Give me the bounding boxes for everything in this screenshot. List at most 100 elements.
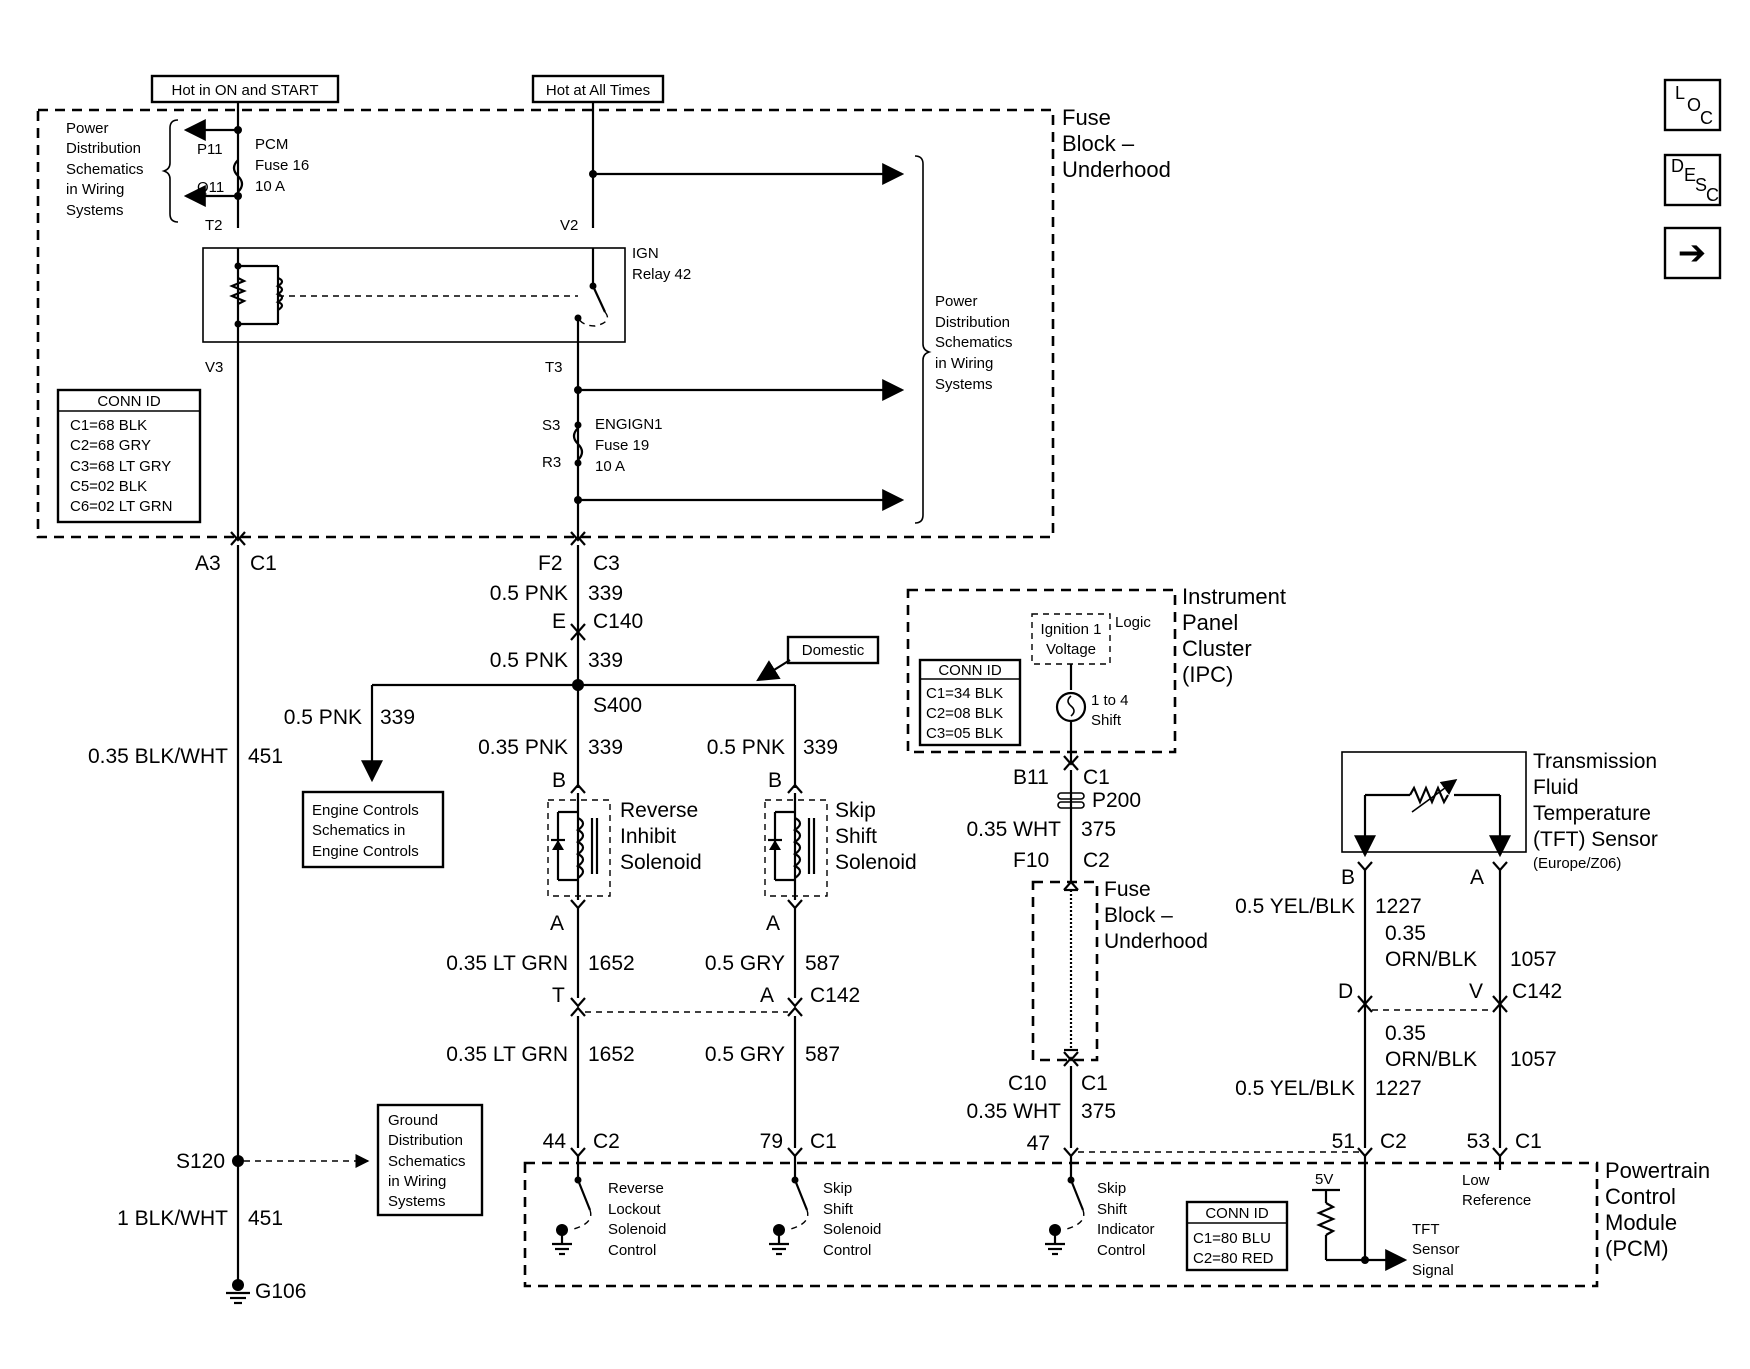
wire-num-451: 451 <box>248 745 283 768</box>
wire-gauge-1057-b1: 0.35 <box>1385 1022 1426 1045</box>
svg-text:Relay 42: Relay 42 <box>632 266 691 283</box>
reverse-solenoid-label: Reverse Inhibit Solenoid <box>620 799 702 874</box>
conn-c140: C140 <box>593 610 643 633</box>
pcm-pin-47: 47 <box>1027 1132 1050 1155</box>
svg-text:Temperature: Temperature <box>1533 802 1651 825</box>
reverse-solenoid-icon <box>547 793 611 900</box>
svg-text:Fuse 19: Fuse 19 <box>595 437 649 454</box>
svg-text:10 A: 10 A <box>255 178 285 195</box>
low-reference-label: Low Reference <box>1462 1172 1531 1209</box>
svg-text:C5=02 BLK: C5=02 BLK <box>70 478 147 495</box>
svg-text:(TFT) Sensor: (TFT) Sensor <box>1533 828 1658 851</box>
svg-text:C: C <box>1700 108 1713 128</box>
svg-text:Solenoid: Solenoid <box>620 851 702 874</box>
svg-text:Fuse: Fuse <box>1062 105 1111 130</box>
svg-text:S400: S400 <box>593 694 642 717</box>
svg-text:Systems: Systems <box>388 1193 446 1210</box>
wire-gauge-1227-a: 0.5 YEL/BLK <box>1235 895 1355 918</box>
hot-on-start-label: Hot in ON and START <box>150 74 340 104</box>
wire-num-1227-b: 1227 <box>1375 1077 1422 1100</box>
svg-text:Module: Module <box>1605 1210 1677 1235</box>
next-button[interactable]: ➔ <box>1663 226 1722 280</box>
svg-text:Solenoid: Solenoid <box>835 851 917 874</box>
pin-a-tft: A <box>1470 866 1484 889</box>
svg-text:IGN: IGN <box>632 245 659 262</box>
skip-indicator-switch-icon <box>1045 1156 1085 1256</box>
svg-text:S120: S120 <box>176 1150 225 1173</box>
svg-text:C1=34 BLK: C1=34 BLK <box>926 685 1003 702</box>
svg-text:Signal: Signal <box>1412 1262 1454 1279</box>
pin-a3: A3 <box>195 552 221 575</box>
conn-c1-fb: C1 <box>1081 1072 1108 1095</box>
pcm-pin-44: 44 <box>543 1130 567 1153</box>
svg-text:in Wiring: in Wiring <box>935 355 993 372</box>
svg-text:(PCM): (PCM) <box>1605 1236 1669 1261</box>
pcm-pin-51: 51 <box>1332 1130 1355 1153</box>
svg-text:C2=08 BLK: C2=08 BLK <box>926 705 1003 722</box>
svg-text:Solenoid: Solenoid <box>608 1221 666 1238</box>
pin-a-c142: A <box>760 984 774 1007</box>
wire-gauge-339-a: 0.5 PNK <box>490 582 568 605</box>
ign-relay-label: IGN Relay 42 <box>632 245 691 283</box>
svg-text:L: L <box>1675 83 1685 103</box>
pin-a-skip: A <box>766 912 780 935</box>
wire-gauge-1057-a1: 0.35 <box>1385 922 1426 945</box>
svg-text:Underhood: Underhood <box>1104 930 1208 953</box>
wire-gauge-1652-b: 0.35 LT GRN <box>446 1043 568 1066</box>
hot-all-times-label: Hot at All Times <box>531 74 665 104</box>
wire-num-1652-b: 1652 <box>588 1043 635 1066</box>
conn-c1-left: C1 <box>250 552 277 575</box>
wire-gauge-1057-b2: ORN/BLK <box>1385 1048 1477 1071</box>
pin-v3: V3 <box>205 359 223 376</box>
svg-text:Schematics: Schematics <box>66 161 144 178</box>
pin-b-tft: B <box>1341 866 1355 889</box>
conn-c2-fb: C2 <box>1083 849 1110 872</box>
shift-lamp-label: 1 to 4 Shift <box>1091 692 1129 729</box>
wire-num-1057-a: 1057 <box>1510 948 1557 971</box>
svg-text:C3=68 LT GRY: C3=68 LT GRY <box>70 458 171 475</box>
svg-text:Control: Control <box>823 1242 871 1259</box>
desc-button[interactable]: D E S C <box>1663 153 1722 207</box>
wire-num-375-b: 375 <box>1081 1100 1116 1123</box>
pin-e: E <box>552 610 566 633</box>
wire-num-451-b: 451 <box>248 1207 283 1230</box>
ign-voltage-label-2: Voltage <box>1046 641 1096 658</box>
svg-text:Low: Low <box>1462 1172 1490 1189</box>
pcm-conn-c2-tft: C2 <box>1380 1130 1407 1153</box>
pcm-title: Powertrain Control Module (PCM) <box>1605 1158 1710 1261</box>
svg-text:TFT: TFT <box>1412 1221 1440 1238</box>
svg-text:Shift: Shift <box>1091 712 1122 729</box>
pcm-fuse-icon <box>232 159 244 193</box>
pin-b-skip: B <box>768 769 782 792</box>
svg-text:Schematics in: Schematics in <box>312 822 405 839</box>
conn-c3: C3 <box>593 552 620 575</box>
svg-text:Skip: Skip <box>1097 1180 1126 1197</box>
svg-text:Skip: Skip <box>823 1180 852 1197</box>
wire-num-skip: 339 <box>803 736 838 759</box>
svg-text:S: S <box>1695 175 1707 195</box>
conn-c142-right: C142 <box>1512 980 1562 1003</box>
svg-text:Engine Controls: Engine Controls <box>312 843 419 860</box>
p200-connector-icon <box>1057 792 1085 809</box>
loc-button[interactable]: L O C <box>1663 78 1722 132</box>
svg-text:Fluid: Fluid <box>1533 776 1579 799</box>
conn-c1-ipc: C1 <box>1083 766 1110 789</box>
svg-text:Cluster: Cluster <box>1182 636 1252 661</box>
svg-text:Lockout: Lockout <box>608 1201 661 1218</box>
svg-text:Powertrain: Powertrain <box>1605 1158 1710 1183</box>
svg-text:C1=68 BLK: C1=68 BLK <box>70 417 147 434</box>
svg-text:in Wiring: in Wiring <box>388 1173 446 1190</box>
pin-t3: T3 <box>545 359 563 376</box>
wire-gauge-1227-b: 0.5 YEL/BLK <box>1235 1077 1355 1100</box>
pullup-resistor-icon: 5V <box>1312 1171 1340 1260</box>
svg-text:Power: Power <box>935 293 978 310</box>
wire-gauge-375-a: 0.35 WHT <box>966 818 1061 841</box>
svg-text:Reference: Reference <box>1462 1192 1531 1209</box>
pin-b-rev: B <box>552 769 566 792</box>
svg-text:CONN ID: CONN ID <box>938 662 1002 679</box>
skip-indicator-label: Skip Shift Indicator Control <box>1097 1180 1155 1259</box>
reverse-lockout-switch-icon <box>552 1156 592 1256</box>
ground-g106: G106 <box>255 1280 306 1303</box>
svg-text:Engine Controls: Engine Controls <box>312 802 419 819</box>
svg-text:Distribution: Distribution <box>66 140 141 157</box>
